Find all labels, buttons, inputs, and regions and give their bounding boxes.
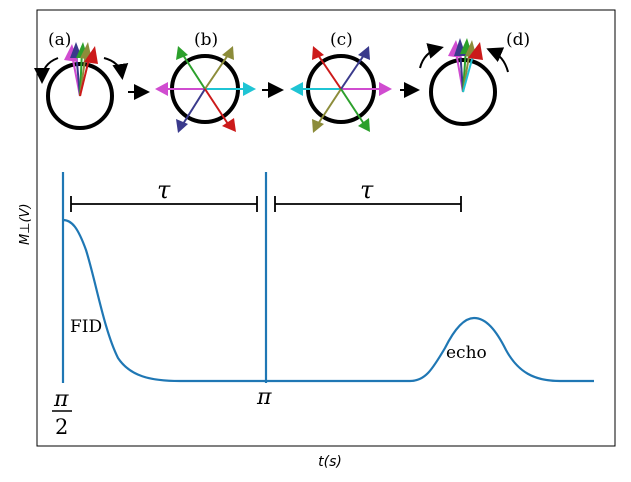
y-axis-label: M⊥(V) [18,203,33,245]
panel-d-diagram [419,38,509,126]
panel-label-d: (d) [506,30,530,50]
panel-c-diagram [290,46,392,133]
pi-label: π [256,385,272,410]
pi-half-label: π 2 [52,387,72,439]
echo-label: echo [446,343,487,363]
panel-label-b: (b) [194,30,218,50]
x-axis-label: t(s) [318,454,342,470]
panel-b-diagram [155,46,256,133]
tau-label-1: τ [157,176,171,204]
signal-curve [62,218,594,383]
tau-label-2: τ [360,176,374,204]
panel-label-a: (a) [48,30,71,50]
panel-label-c: (c) [330,30,353,50]
pi-half-denominator: 2 [55,415,68,439]
pi-half-numerator: π [53,387,69,412]
fid-label: FID [70,317,102,337]
panel-a-diagram [34,42,129,130]
tau-bracket-1 [70,196,258,212]
tau-bracket-2 [274,196,462,212]
plot-frame [36,9,616,447]
